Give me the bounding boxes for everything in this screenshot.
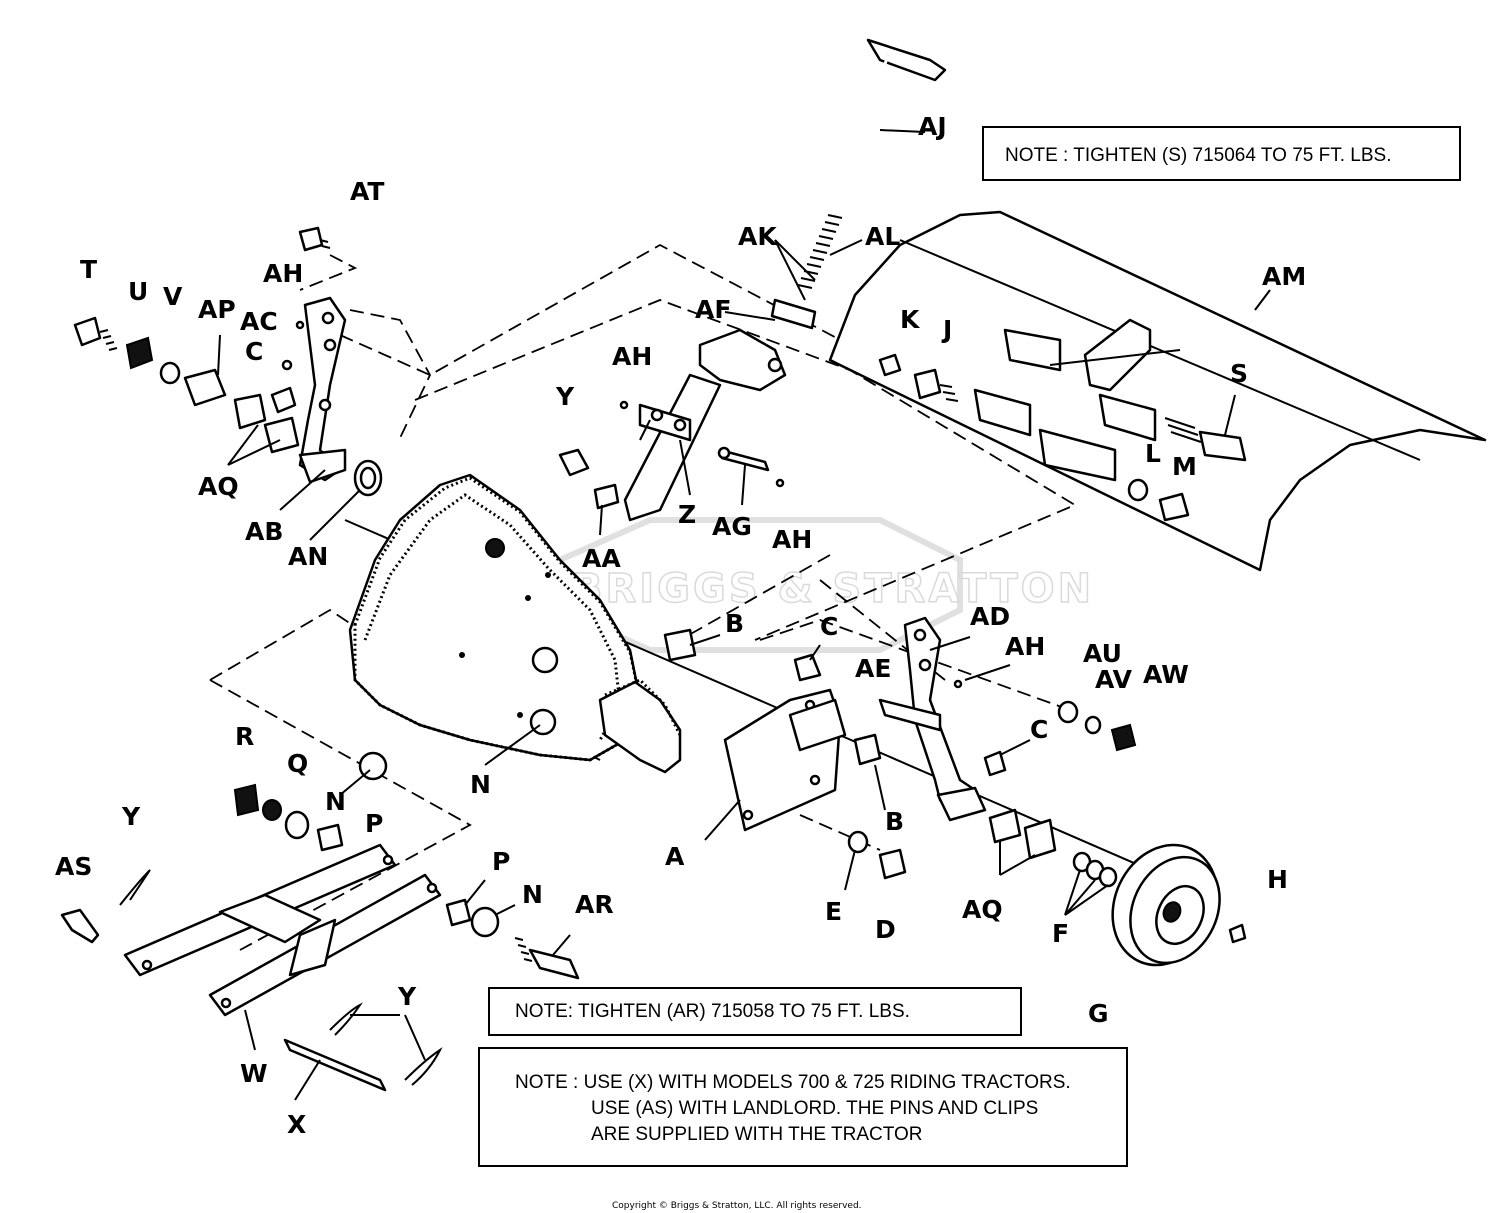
callout-q: Q xyxy=(287,749,308,778)
shield-bolts xyxy=(878,353,1247,522)
callout-b-2: B xyxy=(885,807,904,836)
lever-bracket xyxy=(623,328,787,522)
callout-r: R xyxy=(235,722,254,751)
callout-y-1: Y xyxy=(555,382,575,411)
callout-c-3: C xyxy=(1030,715,1048,744)
callout-p-1: P xyxy=(365,809,383,838)
callout-v: V xyxy=(163,282,183,311)
callout-z: Z xyxy=(678,500,696,529)
callout-a: A xyxy=(665,842,685,871)
note-usage-line2: USE (AS) WITH LANDLORD. THE PINS AND CLI… xyxy=(591,1098,1038,1119)
callout-c-2: C xyxy=(820,612,838,641)
callout-af: AF xyxy=(695,295,731,324)
callout-x: X xyxy=(287,1110,306,1139)
callout-aa: AA xyxy=(582,544,621,573)
shield-hood xyxy=(828,210,1487,572)
copyright-notice: Copyright © Briggs & Stratton, LLC. All … xyxy=(612,1201,862,1211)
callout-av: AV xyxy=(1095,665,1133,694)
callout-al: AL xyxy=(865,222,900,251)
hitch-frame xyxy=(123,843,442,1017)
note-tighten-s: NOTE : TIGHTEN (S) 715064 TO 75 FT. LBS. xyxy=(982,126,1461,181)
callout-aq-2: AQ xyxy=(962,895,1003,924)
callout-ae: AE xyxy=(855,654,891,683)
callout-u: U xyxy=(128,277,148,306)
callout-am: AM xyxy=(1262,262,1306,291)
right-linkage-arm xyxy=(878,616,987,822)
note-usage-line3: ARE SUPPLIED WITH THE TRACTOR xyxy=(591,1124,923,1145)
callout-b-1: B xyxy=(725,609,744,638)
lever-small-parts xyxy=(558,400,785,510)
callout-w: W xyxy=(240,1059,268,1088)
pulley xyxy=(1111,843,1247,967)
callout-k: K xyxy=(900,305,921,334)
callout-n-2: N xyxy=(470,770,491,799)
callout-labels: AJ AK AL AM AF AT T U V AP AH AC C AQ AB… xyxy=(55,112,1306,1139)
callout-ad: AD xyxy=(970,602,1010,631)
callout-ac: AC xyxy=(240,307,278,336)
leader-lines xyxy=(217,129,1271,1101)
left-small-parts xyxy=(73,226,331,454)
callout-j: J xyxy=(941,315,952,344)
callout-n-1: N xyxy=(325,787,346,816)
right-small-parts xyxy=(847,700,1137,888)
callout-ah-3: AH xyxy=(772,525,812,554)
note-tighten-ar: NOTE: TIGHTEN (AR) 715058 TO 75 FT. LBS. xyxy=(488,987,1022,1036)
pin xyxy=(717,446,770,472)
callout-aq-1: AQ xyxy=(198,472,239,501)
mounting-plate xyxy=(663,628,882,832)
callout-e: E xyxy=(825,897,842,926)
callout-at: AT xyxy=(350,177,384,206)
watermark-text: BRIGGS & STRATTON xyxy=(572,566,1094,612)
callout-aw: AW xyxy=(1143,660,1189,689)
callout-y-3: Y xyxy=(397,982,417,1011)
callout-c-1: C xyxy=(245,337,263,366)
callout-n-3: N xyxy=(522,880,543,909)
callout-ak: AK xyxy=(738,222,778,251)
callout-ab: AB xyxy=(245,517,283,546)
callout-aj: AJ xyxy=(918,112,947,141)
callout-ah-1: AH xyxy=(263,259,303,288)
callout-ag: AG xyxy=(712,512,752,541)
callout-ap: AP xyxy=(198,295,236,324)
callout-g: G xyxy=(1088,999,1109,1028)
callout-h: H xyxy=(1267,865,1288,894)
callout-l: L xyxy=(1145,439,1161,468)
callout-p-2: P xyxy=(492,847,510,876)
callout-m: M xyxy=(1172,452,1197,481)
note-tighten-ar-text: NOTE: TIGHTEN (AR) 715058 TO 75 FT. LBS. xyxy=(515,1001,910,1022)
pins-and-clips xyxy=(60,869,443,1092)
callout-f: F xyxy=(1052,919,1069,948)
gear-case xyxy=(348,473,682,774)
callout-y-2: Y xyxy=(121,802,141,831)
note-tighten-s-text: NOTE : TIGHTEN (S) 715064 TO 75 FT. LBS. xyxy=(1005,145,1391,166)
note-usage: NOTE : USE (X) WITH MODELS 700 & 725 RID… xyxy=(478,1047,1128,1167)
callout-d: D xyxy=(875,915,896,944)
callout-ar: AR xyxy=(575,890,614,919)
callout-ah-4: AH xyxy=(1005,632,1045,661)
callout-an: AN xyxy=(288,542,328,571)
callout-as: AS xyxy=(55,852,92,881)
callout-au: AU xyxy=(1083,639,1122,668)
handle-lever xyxy=(770,38,947,330)
left-linkage-arm xyxy=(298,296,383,497)
callout-s: S xyxy=(1230,359,1248,388)
callout-t: T xyxy=(80,255,97,284)
callout-ah-2: AH xyxy=(612,342,652,371)
note-usage-line1: NOTE : USE (X) WITH MODELS 700 & 725 RID… xyxy=(515,1072,1071,1093)
